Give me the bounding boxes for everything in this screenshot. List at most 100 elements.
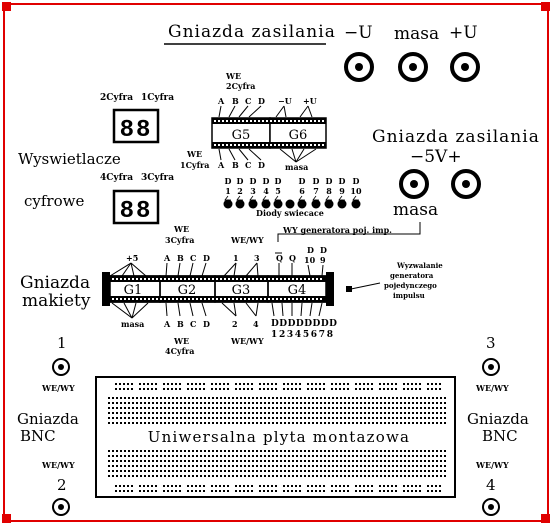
bnc-socket-2[interactable]	[52, 498, 70, 516]
breadboard-hole	[176, 460, 178, 462]
breadboard-hole	[268, 475, 270, 477]
breadboard-hole	[192, 422, 194, 424]
breadboard-hole	[379, 388, 381, 390]
breadboard-hole	[243, 490, 245, 492]
breadboard-hole	[356, 397, 358, 399]
power-socket-5v-plus[interactable]	[451, 169, 481, 199]
model-we-top-sub: 3Cyfra	[165, 235, 194, 245]
pin-mark	[132, 278, 134, 280]
pin-mark	[280, 278, 282, 280]
breadboard-hole	[308, 450, 310, 452]
breadboard-hole	[196, 402, 198, 404]
pin-mark	[288, 278, 290, 280]
breadboard-hole	[380, 475, 382, 477]
breadboard-hole	[116, 460, 118, 462]
breadboard-hole	[324, 455, 326, 457]
led-d-label: D	[275, 176, 282, 186]
breadboard-hole	[380, 460, 382, 462]
pin-mark	[306, 144, 308, 146]
breadboard-hole	[136, 465, 138, 467]
breadboard-hole	[252, 475, 254, 477]
breadboard-hole	[195, 388, 197, 390]
pin-mark	[266, 144, 268, 146]
breadboard-hole	[328, 412, 330, 414]
bnc-socket-3[interactable]	[482, 358, 500, 376]
breadboard-hole	[260, 465, 262, 467]
breadboard-hole	[168, 402, 170, 404]
pulse-trigger-button[interactable]	[346, 286, 352, 292]
breadboard-hole	[236, 417, 238, 419]
breadboard-hole	[204, 470, 206, 472]
breadboard-hole	[136, 450, 138, 452]
breadboard-hole	[224, 397, 226, 399]
breadboard-hole	[360, 465, 362, 467]
breadboard-hole	[256, 422, 258, 424]
breadboard-hole	[260, 397, 262, 399]
power-socket-plus[interactable]	[450, 52, 480, 82]
power-socket-ground[interactable]	[398, 52, 428, 82]
breadboard-hole	[344, 412, 346, 414]
breadboard-hole	[432, 455, 434, 457]
breadboard-hole	[332, 470, 334, 472]
breadboard-hole	[236, 422, 238, 424]
breadboard-hole	[376, 422, 378, 424]
socket-strip-g6[interactable]: G6	[269, 117, 327, 149]
breadboard-hole	[288, 475, 290, 477]
breadboard-hole	[152, 465, 154, 467]
breadboard-hole	[420, 465, 422, 467]
breadboard-hole	[156, 460, 158, 462]
breadboard-hole	[140, 470, 142, 472]
breadboard-hole	[248, 460, 250, 462]
breadboard-hole	[295, 388, 297, 390]
pin-mark	[318, 144, 320, 146]
breadboard-hole	[379, 383, 381, 385]
pin-mark	[234, 144, 236, 146]
breadboard-hole	[407, 388, 409, 390]
breadboard-hole	[271, 388, 273, 390]
breadboard-hole	[416, 407, 418, 409]
breadboard-hole	[112, 422, 114, 424]
breadboard-hole	[336, 470, 338, 472]
breadboard-hole	[204, 417, 206, 419]
breadboard-hole	[436, 407, 438, 409]
breadboard-hole	[348, 417, 350, 419]
pin-mark	[212, 278, 214, 280]
breadboard-hole	[328, 455, 330, 457]
breadboard-hole	[256, 475, 258, 477]
breadboard-hole	[340, 422, 342, 424]
bnc-socket-1[interactable]	[52, 358, 70, 376]
breadboard-hole	[288, 397, 290, 399]
breadboard-hole	[204, 460, 206, 462]
breadboard-hole	[123, 485, 125, 487]
breadboard-hole	[112, 412, 114, 414]
breadboard-hole	[336, 460, 338, 462]
breadboard[interactable]: Uniwersalna plyta montazowa	[95, 376, 456, 498]
socket-strip-g5[interactable]: G5	[211, 117, 271, 149]
breadboard-hole	[416, 417, 418, 419]
g3-bottom-4: 4	[253, 319, 259, 329]
socket-strip-g4[interactable]: G4	[267, 275, 327, 303]
breadboard-hole	[116, 455, 118, 457]
breadboard-hole	[408, 412, 410, 414]
breadboard-hole	[275, 383, 277, 385]
breadboard-hole	[360, 402, 362, 404]
power-socket-minus[interactable]	[344, 52, 374, 82]
breadboard-hole	[335, 383, 337, 385]
breadboard-hole	[220, 407, 222, 409]
breadboard-hole	[264, 397, 266, 399]
power-socket-5v-minus[interactable]	[399, 169, 429, 199]
breadboard-hole	[156, 475, 158, 477]
breadboard-hole	[340, 407, 342, 409]
breadboard-hole	[176, 412, 178, 414]
pin-mark	[268, 278, 270, 280]
led-dot	[273, 199, 283, 209]
breadboard-hole	[412, 407, 414, 409]
breadboard-hole	[439, 388, 441, 390]
display-label-1cyfra: 1Cyfra	[141, 93, 174, 103]
breadboard-hole	[200, 470, 202, 472]
pin-mark	[168, 298, 170, 300]
pin-mark	[232, 278, 234, 280]
breadboard-hole	[176, 422, 178, 424]
bnc-socket-4[interactable]	[482, 498, 500, 516]
breadboard-hole	[364, 397, 366, 399]
